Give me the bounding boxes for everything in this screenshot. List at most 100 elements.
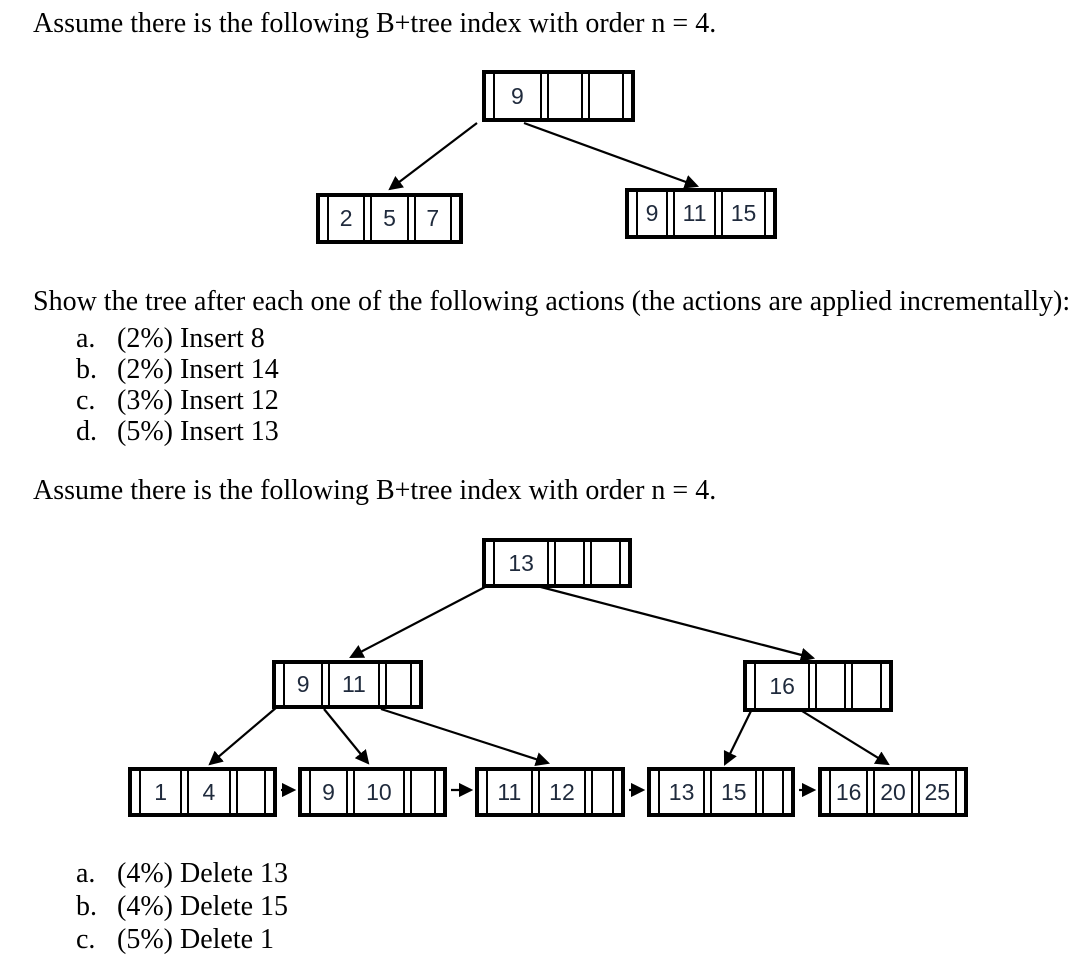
pointer-cell bbox=[346, 771, 355, 813]
key-cell bbox=[387, 664, 410, 705]
key-cell: 13 bbox=[508, 549, 534, 576]
list-item-text: (3%) Insert 12 bbox=[117, 385, 279, 416]
tree2-leaf-node-4: 13 15 bbox=[647, 767, 795, 817]
tree2-edge-intL-leaf2 bbox=[323, 708, 370, 765]
list-item-marker: b. bbox=[76, 354, 97, 385]
list-item-d: d.(5%) Insert 13 bbox=[76, 416, 279, 447]
pointer-cell bbox=[844, 664, 854, 708]
pointer-cell bbox=[580, 74, 590, 118]
key-cell bbox=[817, 664, 844, 708]
tree2-leaf-node-1: 1 4 bbox=[128, 767, 277, 817]
key-cell: 20 bbox=[880, 778, 906, 805]
key-cell: 2 bbox=[339, 205, 353, 231]
key-cell: 10 bbox=[366, 778, 392, 805]
key-cell: 5 bbox=[383, 205, 396, 231]
pointer-cell bbox=[530, 771, 540, 813]
pointer-cell bbox=[879, 664, 889, 708]
tree2-edge-root-intR bbox=[536, 584, 816, 662]
key-cell: 13 bbox=[668, 778, 695, 805]
tree1-leaf-node-2: 9 11 15 bbox=[625, 188, 777, 239]
list-item-marker: b. bbox=[76, 891, 97, 922]
pointer-cell bbox=[377, 664, 387, 705]
key-cell: 9 bbox=[296, 671, 310, 697]
key-cell: 9 bbox=[322, 778, 335, 805]
pointer-cell bbox=[228, 771, 238, 813]
tree2-edge-intL-leaf1 bbox=[208, 706, 278, 766]
key-cell bbox=[412, 771, 434, 813]
key-cell: 9 bbox=[511, 82, 524, 109]
list-item-a: a.(4%) Delete 13 bbox=[76, 857, 288, 890]
pointer-cell bbox=[547, 542, 557, 584]
key-cell bbox=[593, 771, 612, 813]
key-cell bbox=[238, 771, 264, 813]
key-cell bbox=[556, 542, 583, 584]
pointer-cell bbox=[822, 771, 831, 813]
pointer-cell bbox=[666, 192, 676, 235]
key-cell: 7 bbox=[426, 205, 440, 231]
pointer-cell bbox=[486, 74, 495, 118]
pointer-cell bbox=[910, 771, 920, 813]
pointer-cell bbox=[406, 197, 416, 240]
key-cell: 12 bbox=[549, 778, 575, 805]
intro-paragraph-2: Assume there is the following B+tree ind… bbox=[33, 475, 717, 506]
tree1-root-node: 9 bbox=[482, 70, 635, 122]
pointer-cell bbox=[629, 192, 638, 235]
list-item-text: (5%) Delete 1 bbox=[117, 924, 275, 955]
pointer-cell bbox=[583, 542, 593, 584]
list-item-c: c. (3%) Insert 12 bbox=[76, 385, 279, 416]
list-item-marker: c. bbox=[76, 385, 96, 416]
tree2-edge-intL-leaf3 bbox=[380, 707, 551, 767]
pointer-cell bbox=[782, 771, 791, 813]
key-cell bbox=[853, 664, 880, 708]
delete-actions-list: a.(4%) Delete 13 b. (4%) Delete 15 c. (5%)… bbox=[76, 857, 288, 956]
key-cell bbox=[592, 542, 619, 584]
tree2-root-node: 13 bbox=[482, 538, 632, 588]
key-cell: 16 bbox=[835, 778, 862, 805]
pointer-cell bbox=[264, 771, 273, 813]
pointer-cell bbox=[402, 771, 412, 813]
list-item-b: b. (4%) Delete 15 bbox=[76, 890, 288, 923]
list-item-a: a.(2%) Insert 8 bbox=[76, 323, 279, 354]
tree2-internal-node-left: 9 11 bbox=[272, 660, 423, 709]
pointer-cell bbox=[621, 74, 631, 118]
pointer-cell bbox=[132, 771, 141, 813]
tree2-leaf-node-3: 11 12 bbox=[475, 767, 625, 817]
pointer-cell bbox=[747, 664, 756, 708]
tree1-leaf-node-1: 2 5 7 bbox=[316, 193, 463, 244]
key-cell: 4 bbox=[202, 778, 216, 805]
list-item-text: (2%) Insert 14 bbox=[117, 354, 279, 385]
pointer-cell bbox=[618, 542, 628, 584]
tree1-edge-root-leafR bbox=[523, 121, 700, 189]
tree2-leaf-node-5: 16 20 25 bbox=[818, 767, 968, 817]
key-cell bbox=[764, 771, 782, 813]
key-cell: 11 bbox=[497, 778, 522, 805]
tree2-edge-intR-leaf5 bbox=[801, 710, 890, 766]
key-cell: 1 bbox=[154, 778, 168, 805]
pointer-cell bbox=[703, 771, 713, 813]
key-cell bbox=[549, 74, 581, 118]
pointer-cell bbox=[434, 771, 443, 813]
list-item-c: c. (5%) Delete 1 bbox=[76, 923, 288, 956]
list-item-marker: c. bbox=[76, 924, 96, 955]
key-cell: 25 bbox=[924, 778, 951, 805]
key-cell: 11 bbox=[682, 200, 707, 226]
key-cell: 9 bbox=[645, 200, 659, 226]
pointer-cell bbox=[808, 664, 818, 708]
list-item-text: (4%) Delete 15 bbox=[117, 891, 289, 922]
pointer-cell bbox=[363, 197, 373, 240]
pointer-cell bbox=[320, 197, 329, 240]
tree2-edge-root-intL bbox=[349, 585, 488, 658]
pointer-cell bbox=[539, 74, 549, 118]
pointer-cell bbox=[755, 771, 765, 813]
list-item-b: b. (2%) Insert 14 bbox=[76, 354, 279, 385]
key-cell: 15 bbox=[721, 778, 747, 805]
pointer-cell bbox=[714, 192, 724, 235]
pointer-cell bbox=[486, 542, 495, 584]
tree2-leaf-node-2: 9 10 bbox=[298, 767, 447, 817]
pointer-cell bbox=[410, 664, 419, 705]
pointer-cell bbox=[763, 192, 773, 235]
key-cell bbox=[590, 74, 622, 118]
pointer-cell bbox=[302, 771, 311, 813]
list-item-text: (2%) Insert 8 bbox=[117, 323, 265, 354]
